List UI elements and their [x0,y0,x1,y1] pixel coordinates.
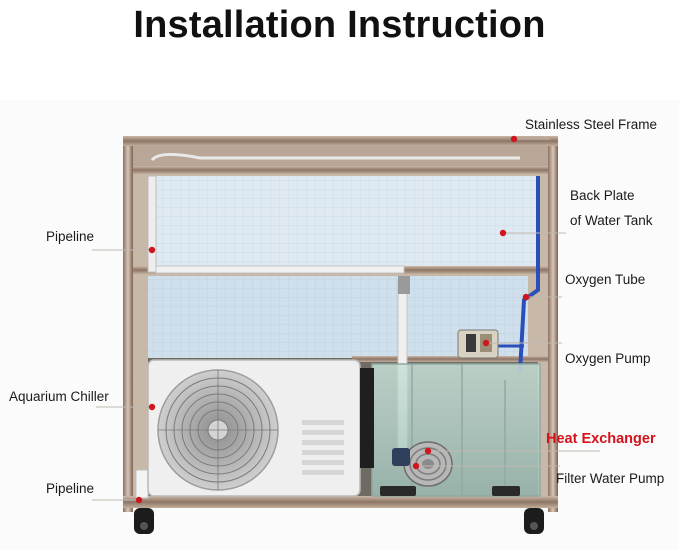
marker-back-plate [499,229,507,237]
page-title: Installation Instruction [133,4,546,46]
frame-top-rail [123,136,558,146]
bottom-left-pipe [135,469,149,499]
chiller-side-vents [302,420,344,475]
callout-leaders [92,138,600,501]
caster-wheels [134,508,544,534]
back-plate-panel [148,176,538,266]
frame-shelf-rail [352,356,548,362]
chiller-hoses [360,368,374,468]
label-back-plate-line2: of Water Tank [570,213,653,228]
left-vertical-pipe [147,175,157,273]
marker-stainless-steel-frame [510,135,518,143]
frame-bottom-rail [123,496,558,508]
label-pipeline-top: Pipeline [46,229,95,244]
label-oxygen-pump: Oxygen Pump [565,351,651,366]
marker-oxygen-tube [522,293,530,301]
filter-water-pump-unit [380,448,520,496]
label-stainless-steel-frame: Stainless Steel Frame [525,117,658,132]
label-pipeline-bottom: Pipeline [46,481,95,496]
water-tanks [371,363,541,497]
tank-body [372,364,540,496]
top-cable [150,153,520,162]
label-filter-water-pump: Filter Water Pump [556,471,665,486]
marker-oxygen-pump [482,339,490,347]
aquarium-chiller-unit [147,359,374,497]
label-oxygen-tube: Oxygen Tube [565,272,646,287]
label-back-plate-line1: Back Plate [570,188,635,203]
marker-pipeline-bottom [135,496,143,504]
frame-left-post [123,136,133,512]
label-aquarium-chiller: Aquarium Chiller [9,389,109,404]
marker-aquarium-chiller [148,403,156,411]
label-heat-exchanger: Heat Exchanger [546,431,656,447]
marker-filter-water-pump [412,462,420,470]
oxygen-pump-unit [457,329,499,359]
marker-pipeline-top [148,246,156,254]
frame-right-post [548,136,558,512]
horizontal-pipe [155,265,405,274]
callout-markers [135,135,530,504]
marker-heat-exchanger [424,447,432,455]
frame-top-lower-rail [133,166,548,174]
pipe-fitting [398,276,410,294]
